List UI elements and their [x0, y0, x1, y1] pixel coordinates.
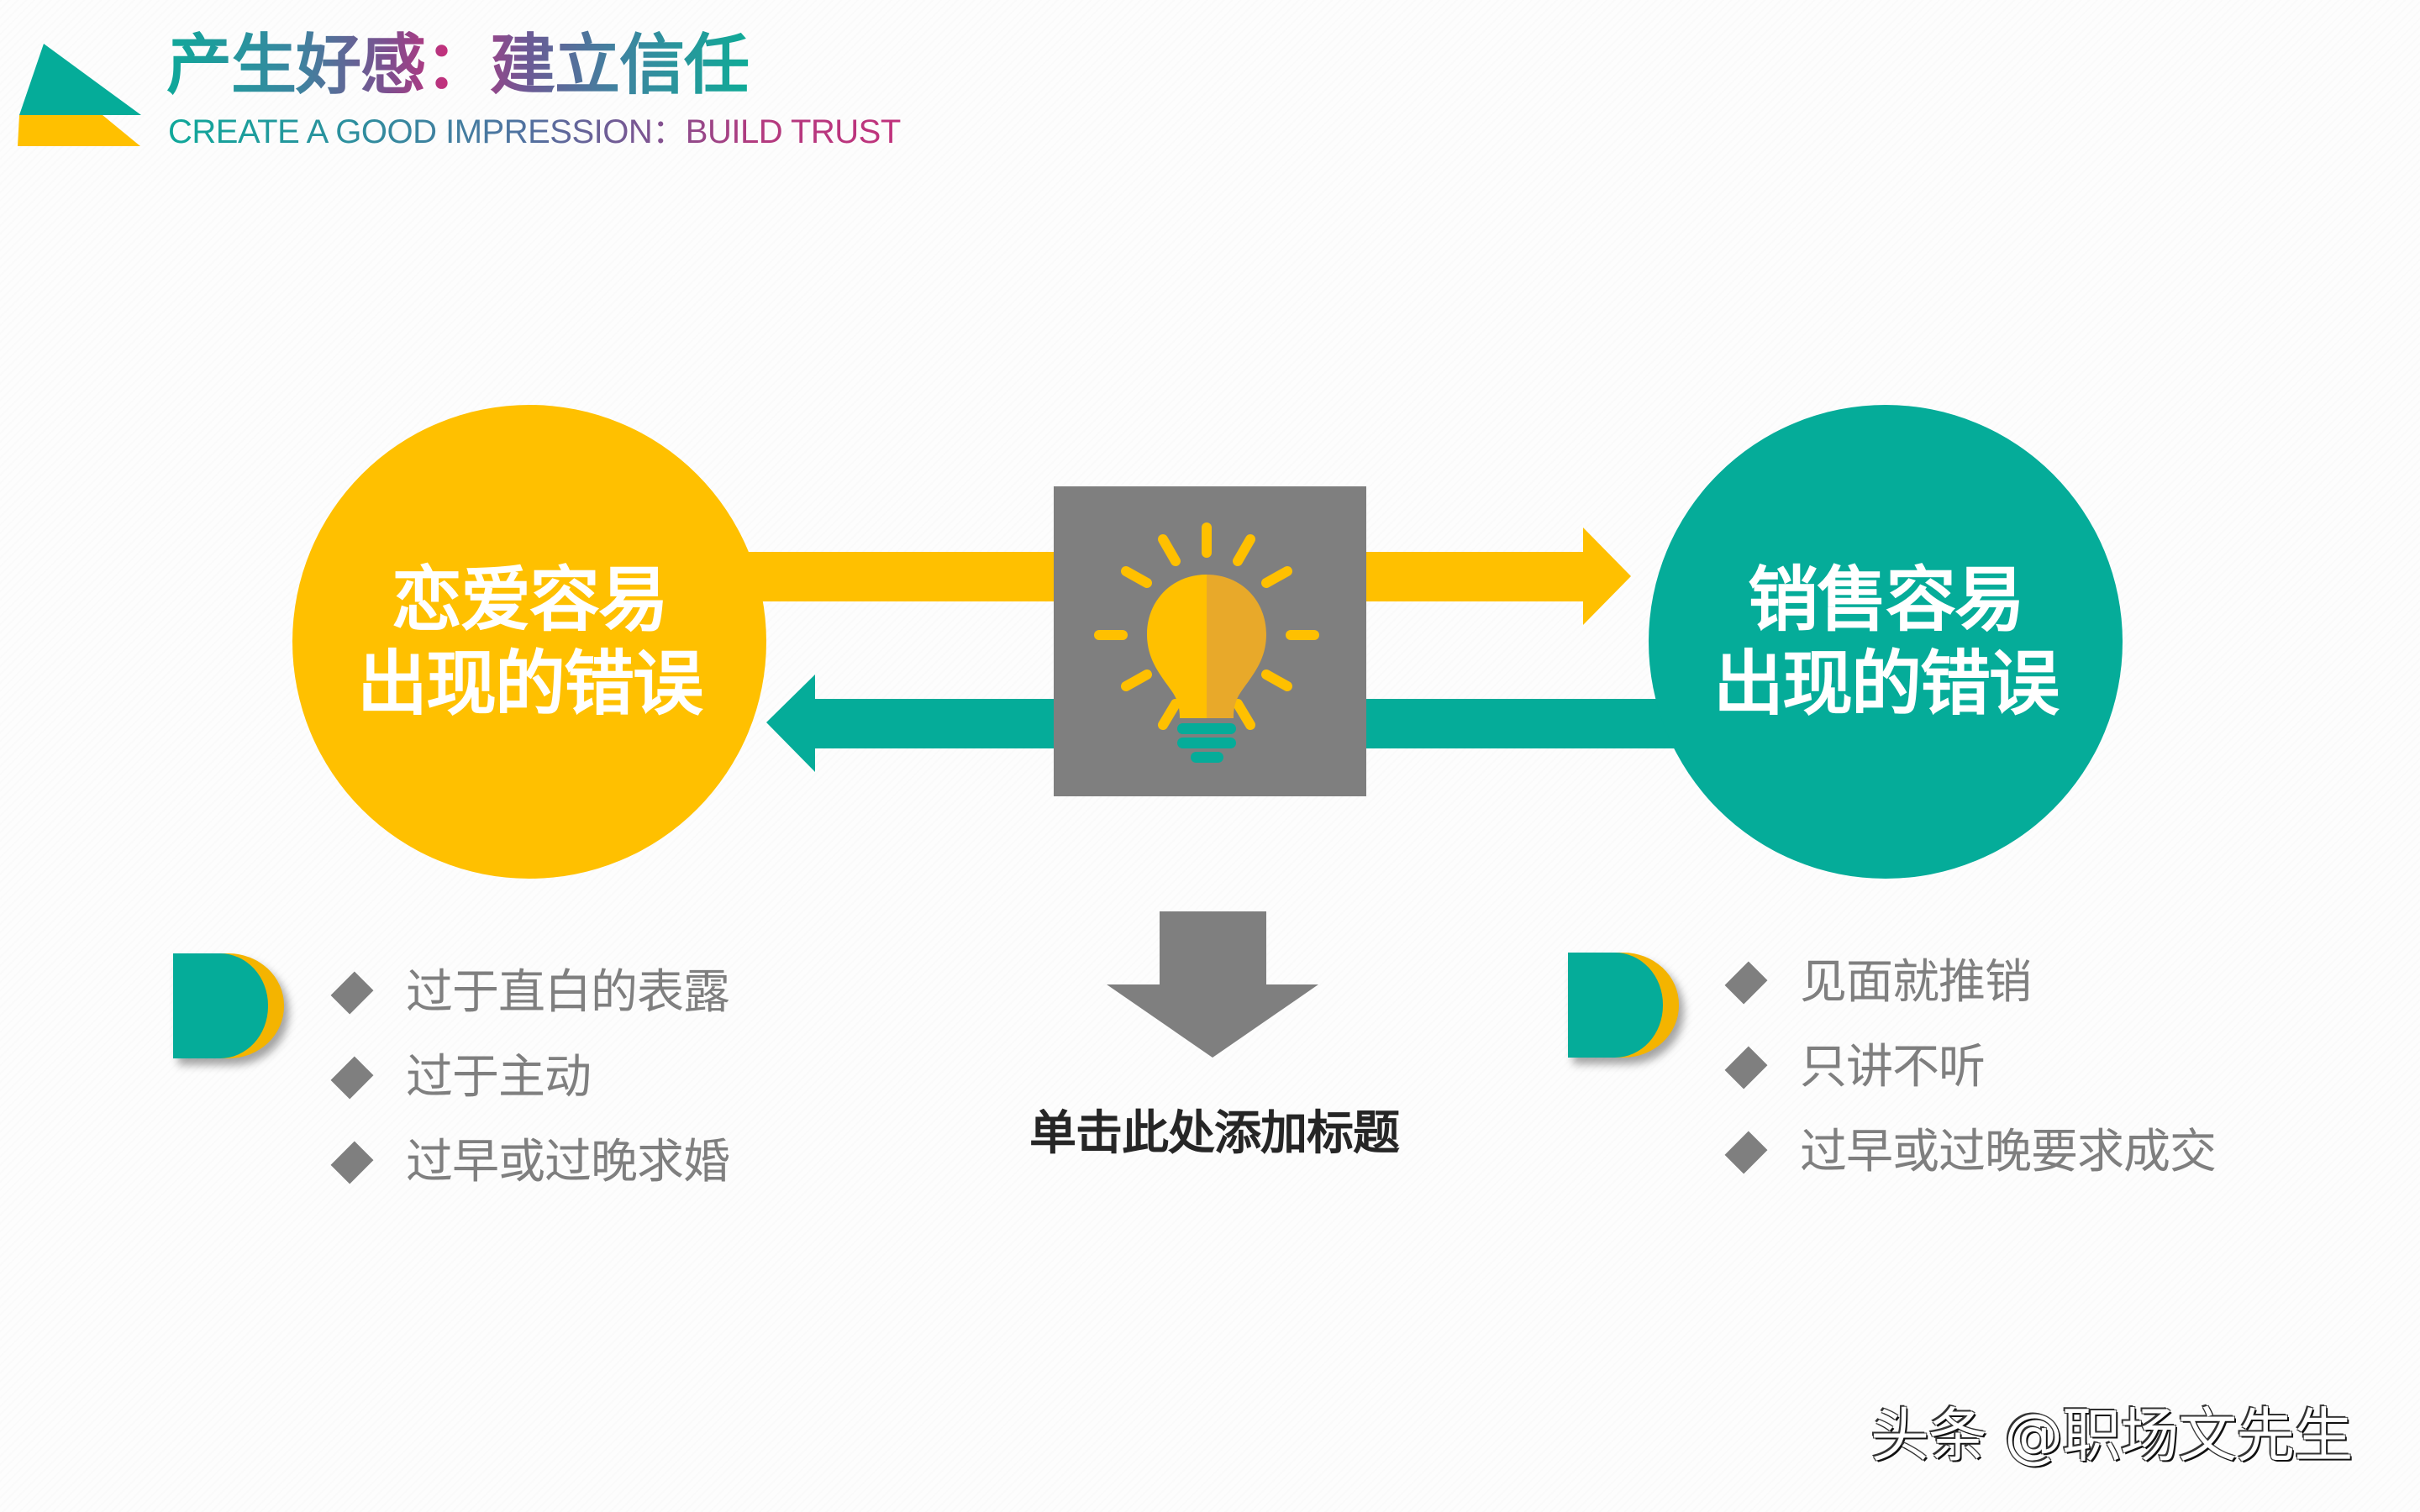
diamond-bullet-icon	[1724, 1046, 1768, 1089]
center-idea-box	[1054, 486, 1366, 796]
lightbulb-icon	[1094, 522, 1319, 763]
down-arrow-icon	[1107, 911, 1318, 1058]
list-item: 只讲不听	[1724, 1025, 2216, 1110]
list-item-label: 过于主动	[406, 1049, 592, 1105]
right-circle-line2: 出现的错误	[1712, 643, 2060, 725]
teal-connector-bar-right	[1361, 699, 1697, 748]
teal-connector-bar-left	[812, 699, 1059, 748]
right-circle-line1: 销售容易	[1747, 559, 2025, 641]
diamond-bullet-icon	[330, 1056, 374, 1099]
diamond-bullet-icon	[330, 971, 374, 1014]
watermark: 头条 @职场文先生	[1870, 1401, 2353, 1470]
sales-mistakes-list: 见面就推销 只讲不听 过早或过晚要求成交	[1724, 940, 2217, 1194]
love-mistakes-list: 过于直白的表露 过于主动 过早或过晚求婚	[330, 950, 730, 1205]
left-circle-line2: 出现的错误	[356, 643, 703, 725]
add-title-placeholder[interactable]: 单击此处添加标题	[1029, 1106, 1400, 1161]
diamond-bullet-icon	[1724, 961, 1768, 1004]
left-arrowhead-icon	[766, 675, 815, 772]
list-item-label: 过早或过晚求婚	[406, 1134, 730, 1189]
list-item: 过早或过晚要求成交	[1724, 1110, 2217, 1194]
left-d-badge-icon	[173, 953, 291, 1059]
right-arrowhead-icon	[1583, 528, 1631, 625]
diamond-bullet-icon	[330, 1141, 374, 1184]
list-item-label: 只讲不听	[1800, 1039, 1986, 1095]
left-circle-line1: 恋爱容易	[391, 559, 669, 641]
sales-mistakes-circle: 销售容易 出现的错误	[1649, 405, 2123, 879]
love-mistakes-circle: 恋爱容易 出现的错误	[292, 405, 766, 879]
list-item-label: 过早或过晚要求成交	[1800, 1124, 2217, 1179]
yellow-connector-bar-right	[1361, 552, 1588, 601]
list-item: 过早或过晚求婚	[330, 1120, 730, 1205]
yellow-connector-bar-left	[739, 552, 1059, 601]
list-item-label: 过于直白的表露	[406, 964, 730, 1020]
page-title: 产生好感：建立信任	[166, 25, 750, 106]
list-item: 见面就推销	[1724, 940, 2216, 1025]
diamond-bullet-icon	[1724, 1131, 1768, 1173]
page-subtitle: CREATE A GOOD IMPRESSION：BUILD TRUST	[168, 113, 901, 150]
list-item-label: 见面就推销	[1800, 954, 2032, 1010]
badge-front-shape	[173, 953, 268, 1058]
stacked-triangle-logo-icon	[18, 44, 141, 146]
right-d-badge-icon	[1568, 953, 1686, 1058]
badge-front-shape	[1568, 953, 1663, 1058]
list-item: 过于直白的表露	[330, 950, 730, 1035]
list-item: 过于主动	[330, 1035, 729, 1120]
